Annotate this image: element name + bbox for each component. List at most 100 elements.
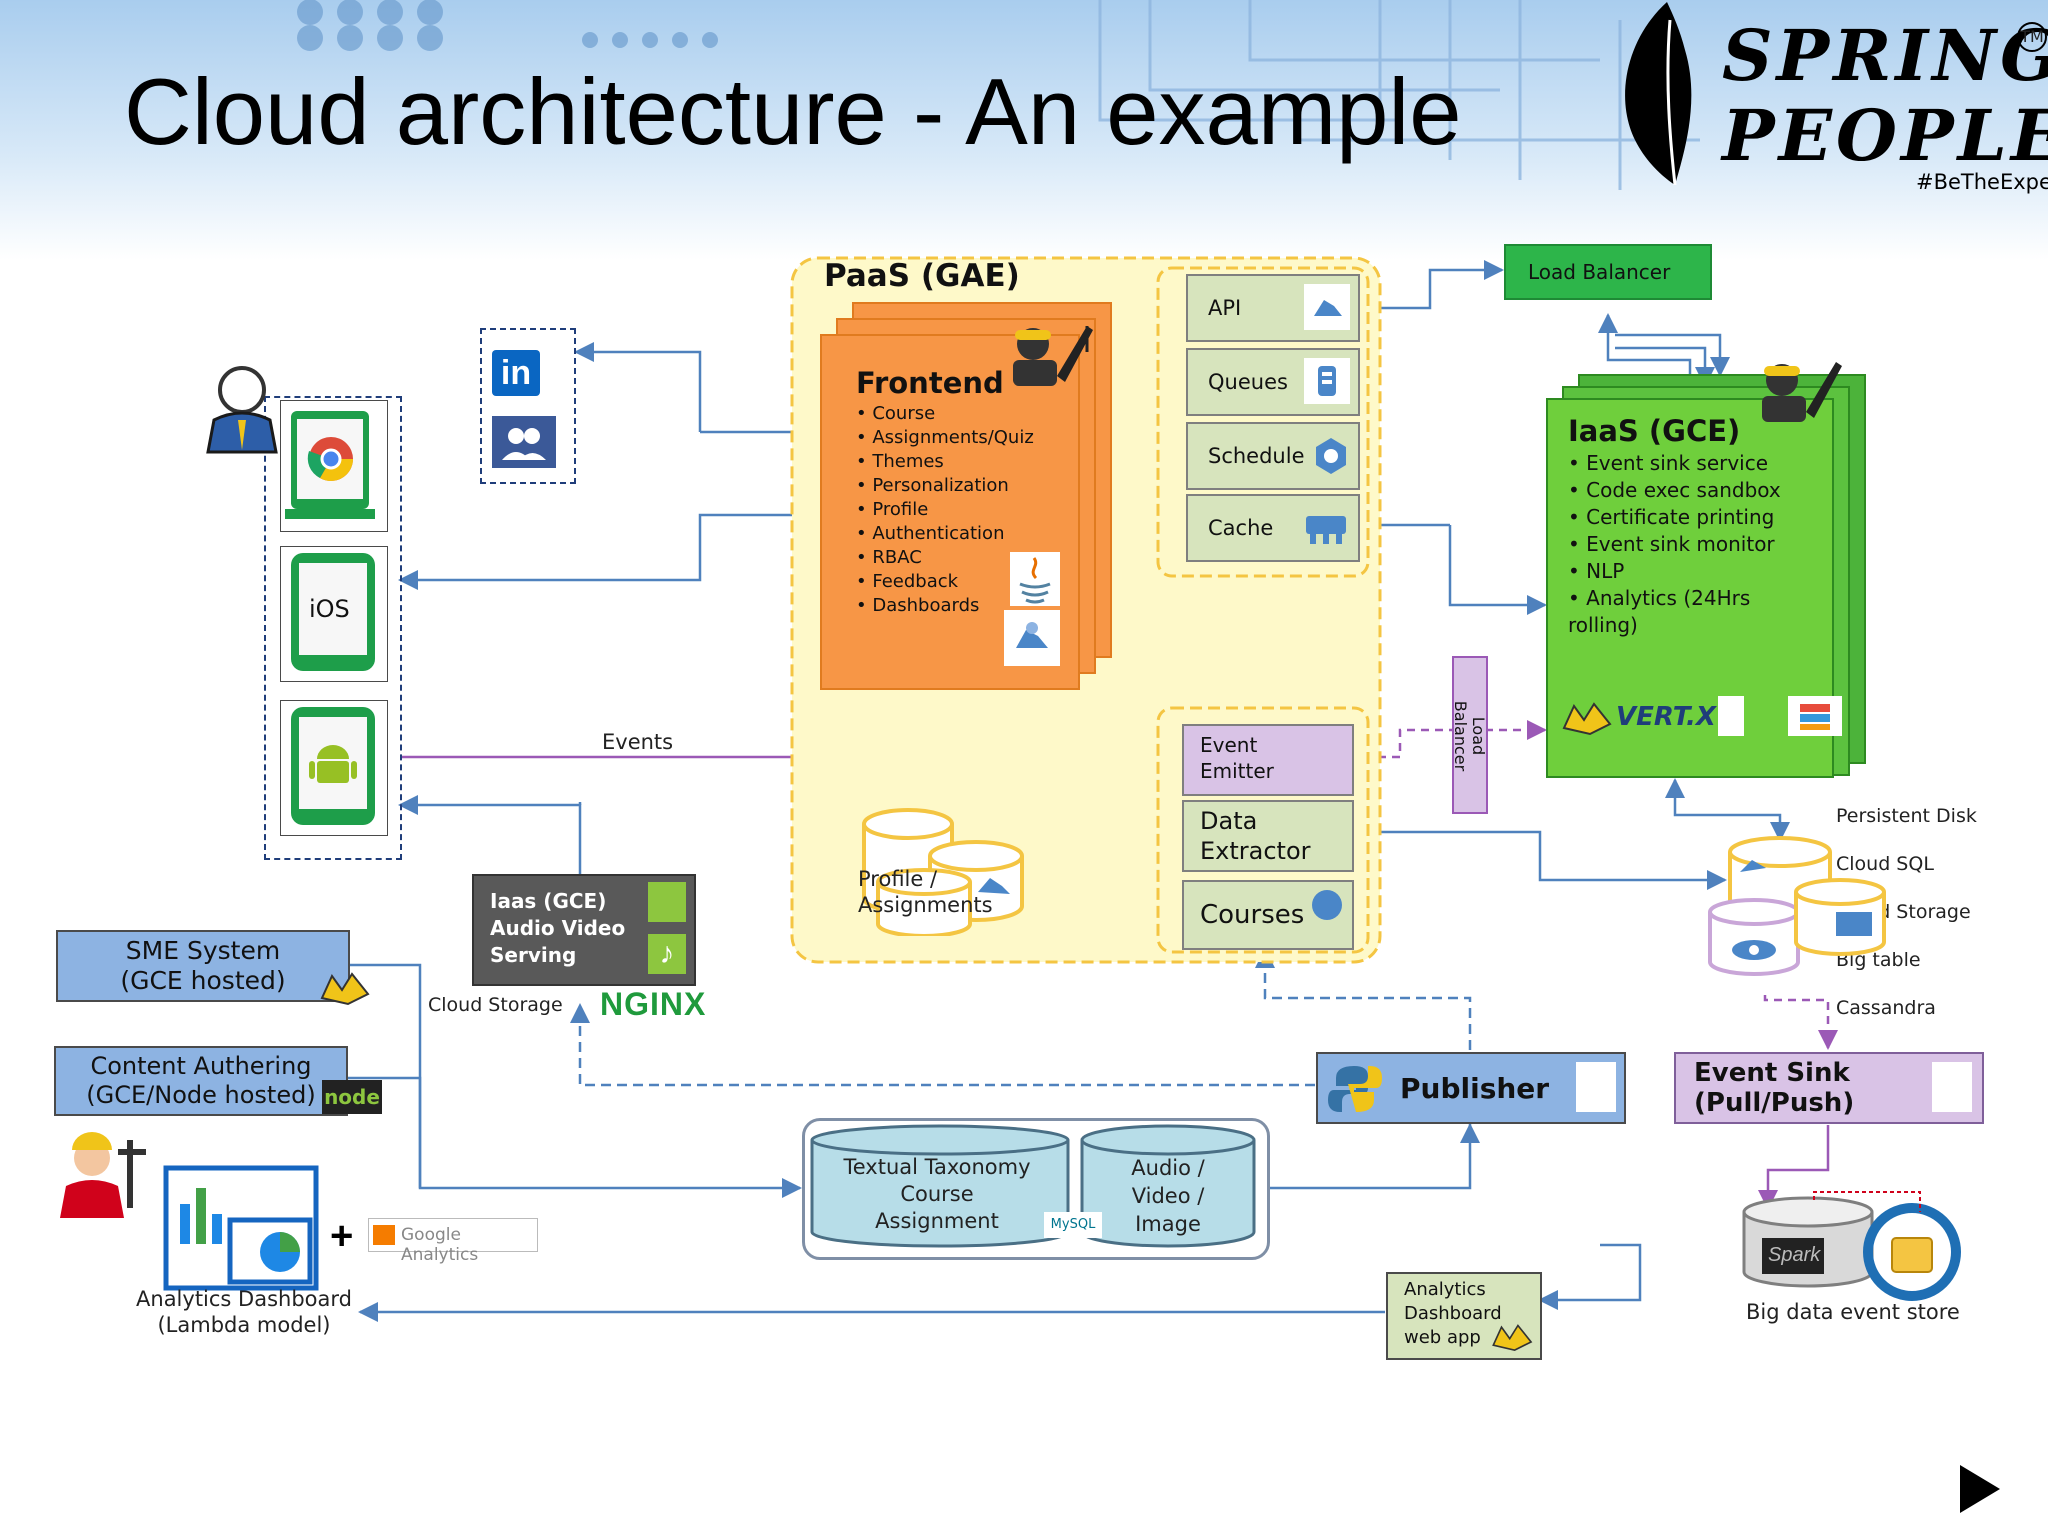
paas-title: PaaS (GAE): [824, 258, 1020, 294]
content-authoring-label: Content Authering (GCE/Node hosted): [86, 1052, 316, 1109]
api-icon: [1304, 284, 1350, 330]
nodejs-logo: node: [322, 1080, 382, 1114]
list-item: Profile: [856, 498, 1034, 522]
plus-icon: +: [330, 1214, 354, 1258]
list-item: Feedback: [856, 570, 1034, 594]
client-devices-group: [264, 396, 402, 860]
list-item: Dashboards: [856, 594, 1034, 618]
header-background: [0, 0, 2048, 260]
iaas-title: IaaS (GCE): [1568, 414, 1741, 448]
java-icon: [1932, 1062, 1972, 1112]
events-label: Events: [602, 730, 674, 754]
android-client[interactable]: [280, 700, 388, 836]
load-balancer-vertical: Load Balancer: [1451, 656, 1488, 814]
list-item: Event sink service: [1568, 450, 1781, 477]
gear-icon: [1312, 436, 1350, 476]
groups-icon[interactable]: [492, 416, 556, 468]
vertx-logo: VERT.X: [1616, 702, 1716, 732]
publisher-box: Publisher: [1316, 1052, 1626, 1124]
load-balancer-vertical-label: Load Balancer: [1451, 700, 1488, 772]
cache-label: Cache: [1208, 516, 1274, 540]
event-emitter: Event Emitter: [1182, 724, 1354, 796]
queues-label: Queues: [1208, 370, 1288, 394]
memcache-icon: [1302, 508, 1350, 548]
user-icon: [206, 366, 278, 454]
data-extractor-label: Data Extractor: [1200, 807, 1311, 865]
trademark-mark: TM: [2017, 22, 2047, 52]
analytics-dashboard-label: Analytics Dashboard (Lambda model): [136, 1287, 352, 1337]
python-icon: [1328, 1066, 1382, 1112]
google-analytics-label: Google Analytics: [401, 1225, 479, 1265]
taxonomy-db-label: Textual Taxonomy Course Assignment: [843, 1155, 1031, 1233]
worker-crane-icon: [1013, 326, 1093, 386]
google-analytics-badge: Google Analytics: [368, 1218, 538, 1265]
schedule-service: Schedule: [1186, 422, 1360, 490]
media-server-label: Iaas (GCE) Audio Video Serving: [490, 889, 626, 967]
list-item: Authentication: [856, 522, 1034, 546]
list-item: Event sink monitor: [1568, 531, 1781, 558]
frontend-title: Frontend: [856, 366, 1004, 400]
analytics-webapp-box: Analytics Dashboard web app: [1386, 1272, 1542, 1360]
event-emitter-label: Event Emitter: [1200, 733, 1274, 783]
java-icon: [1010, 552, 1060, 606]
stack-icon: [1788, 696, 1842, 736]
list-item: NLP: [1568, 558, 1781, 585]
slide-title: Cloud architecture - An example: [124, 59, 1462, 164]
analytics-icon: [373, 1225, 395, 1245]
list-item: Analytics (24Hrs rolling): [1568, 585, 1781, 639]
courses-label: Courses: [1200, 900, 1305, 930]
content-authoring-box: Content Authering (GCE/Node hosted): [54, 1046, 348, 1116]
logo-hashtag: #BeTheExpert: [1916, 170, 2048, 194]
cloud-sql-icon: [1312, 890, 1342, 920]
load-balancer: Load Balancer: [1504, 244, 1712, 300]
laptop-chrome-client[interactable]: [280, 400, 388, 532]
load-balancer-label: Load Balancer: [1528, 260, 1671, 284]
analytics-chart-icon: [163, 1165, 319, 1291]
list-item: Personalization: [856, 474, 1034, 498]
android-icon: [309, 745, 357, 783]
tomcat-icon: [1562, 702, 1612, 736]
tomcat-icon: [1492, 1324, 1533, 1352]
queues-icon: [1304, 358, 1350, 404]
list-item: Themes: [856, 450, 1034, 474]
content-databases-icon: [810, 1124, 1256, 1248]
event-sink-box: Event Sink (Pull/Push): [1674, 1052, 1984, 1124]
media-server-box: Iaas (GCE) Audio Video Serving ♪: [472, 874, 696, 986]
api-service: API: [1186, 274, 1360, 342]
publisher-label: Publisher: [1400, 1072, 1550, 1105]
ios-client[interactable]: iOS: [280, 546, 388, 682]
list-item: Certificate printing: [1568, 504, 1781, 531]
storage-item: Persistent Disk: [1836, 805, 1977, 827]
analytics-webapp-label: Analytics Dashboard web app: [1404, 1279, 1502, 1348]
java-icon: [1718, 696, 1744, 736]
java-icon: [1576, 1062, 1616, 1112]
social-group: in: [480, 328, 576, 484]
storage-item: Cloud SQL: [1836, 853, 1934, 875]
profile-database-icon: [862, 808, 1024, 936]
profile-db-label: Profile / Assignments: [858, 867, 993, 917]
frontend-list: Course Assignments/Quiz Themes Personali…: [856, 402, 1034, 618]
music-icon: ♪: [648, 934, 686, 974]
list-item: Assignments/Quiz: [856, 426, 1033, 450]
iaas-box: IaaS (GCE) Event sink service Code exec …: [1546, 398, 1842, 778]
worker-crane-icon: [1762, 362, 1842, 422]
big-data-label: Big data event store: [1746, 1300, 1960, 1324]
list-item: Code exec sandbox: [1568, 477, 1781, 504]
cache-service: Cache: [1186, 494, 1360, 562]
schedule-label: Schedule: [1208, 444, 1305, 468]
storage-item: Cassandra: [1836, 997, 1936, 1019]
nginx-logo: NGINX: [600, 986, 707, 1022]
queues-service: Queues: [1186, 348, 1360, 416]
sme-system-box: SME System (GCE hosted): [56, 930, 350, 1002]
tomcat-icon: [320, 972, 370, 1006]
av-db-label: Audio / Video / Image: [1131, 1156, 1205, 1236]
linkedin-icon[interactable]: in: [492, 350, 540, 396]
logo-people: PEOPLE: [1722, 94, 2048, 177]
cloud-storage-label: Cloud Storage: [428, 994, 563, 1016]
app-engine-icon: [1004, 610, 1060, 666]
film-icon: [648, 882, 686, 922]
next-slide-button[interactable]: [1960, 1465, 2000, 1513]
logo-spring: SPRING: [1722, 14, 2048, 97]
developer-tools-icon: [60, 1132, 146, 1218]
